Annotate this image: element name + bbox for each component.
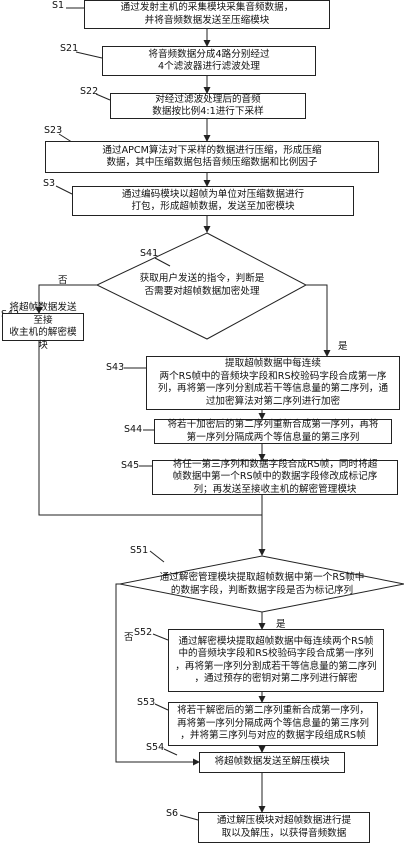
arrow-s41-yes	[306, 284, 331, 357]
box-s54: 将超帧数据发送至解压模块	[199, 752, 345, 773]
box-s45: 将任一第三序列和数据字段合成RS帧，同时将超 帧数据中第一个RS帧中的数据字段修…	[152, 459, 398, 495]
step-label-s53: S53	[137, 697, 156, 708]
step-label-s21: S21	[60, 43, 79, 54]
box-s3: 通过编码模块以超帧为单位对压缩数据进行 打包，形成超帧数据，发送至加密模块	[72, 186, 354, 216]
leader-s41	[154, 257, 171, 267]
step-label-s43: S43	[106, 362, 125, 373]
decision-s51-text: 通过解密管理模块提取超帧数据中第一个RS帧中 的数据字段，判断数据字段是否为标记…	[159, 572, 365, 596]
leader-s21	[75, 51, 103, 59]
leader-s6	[179, 814, 199, 821]
step-label-s45: S45	[121, 460, 140, 471]
leader-s22	[95, 93, 111, 101]
box-s23: 通过APCM算法对下采样的数据进行压缩，形成压缩 数据，其中压缩数据包括音频压缩…	[45, 141, 379, 173]
step-label-s22: S22	[80, 86, 99, 97]
leader-s54	[163, 748, 178, 756]
step-label-s23: S23	[44, 125, 63, 136]
step-label-s52: S52	[134, 627, 153, 638]
step-label-s6: S6	[166, 808, 179, 819]
leader-s53	[154, 703, 169, 711]
box-s44: 将若干加密后的第二序列重新合成第一序列，再将 第一序列分隔成两个等信息量的第三序…	[154, 419, 392, 444]
box-s52: 通过解密模块提取超帧数据中每连续两个RS帧 中的音频块字段和RS校验码字段合成第…	[168, 629, 384, 692]
box-s6: 通过解压模块对超帧数据进行提 取以及解压，以获得音频数据	[198, 812, 370, 843]
leader-s51	[149, 550, 165, 563]
arrow-s42-merge	[38, 341, 262, 516]
step-label-s44: S44	[124, 424, 143, 435]
box-s43: 提取超帧数据中每连续 两个RS帧中的音频块字段和RS校验码字段合成第一序 列，再…	[146, 356, 400, 410]
decision-s41-text: 获取用户发送的指令，判断是 否需要对超帧数据加密处理	[139, 273, 265, 297]
step-label-s3: S3	[43, 178, 56, 189]
step-label-s41: S41	[140, 248, 159, 259]
branch-s41-no: 否	[58, 275, 68, 286]
branch-s51-yes: 是	[276, 619, 286, 630]
branch-s41-yes: 是	[338, 341, 348, 352]
leader-s3	[55, 185, 73, 195]
leader-s52	[152, 633, 169, 641]
box-s42: 将超帧数据发送至接 收主机的解密模块	[2, 302, 84, 351]
decision-s41	[95, 232, 308, 340]
box-s21: 将音频数据分成4路分别经过 4个滤波器进行滤波处理	[102, 46, 316, 76]
box-s53: 将若干解密后的第二序列重新合成第一序列， 再将第一序列分隔成两个等信息量的第三序…	[168, 702, 378, 746]
box-s1: 通过发射主机的采集模块采集音频数据， 并将音频数据发送至压缩模块	[84, 0, 330, 29]
branch-s51-no: 否	[124, 632, 134, 643]
arrow-s51-no	[115, 583, 200, 766]
step-label-s1: S1	[52, 0, 65, 11]
step-label-s51: S51	[130, 545, 149, 556]
step-label-s54: S54	[146, 742, 165, 753]
arrow-s41-no	[35, 284, 97, 314]
box-s22: 对经过滤波处理后的音频 数据按比例4:1进行下采样	[110, 93, 306, 119]
